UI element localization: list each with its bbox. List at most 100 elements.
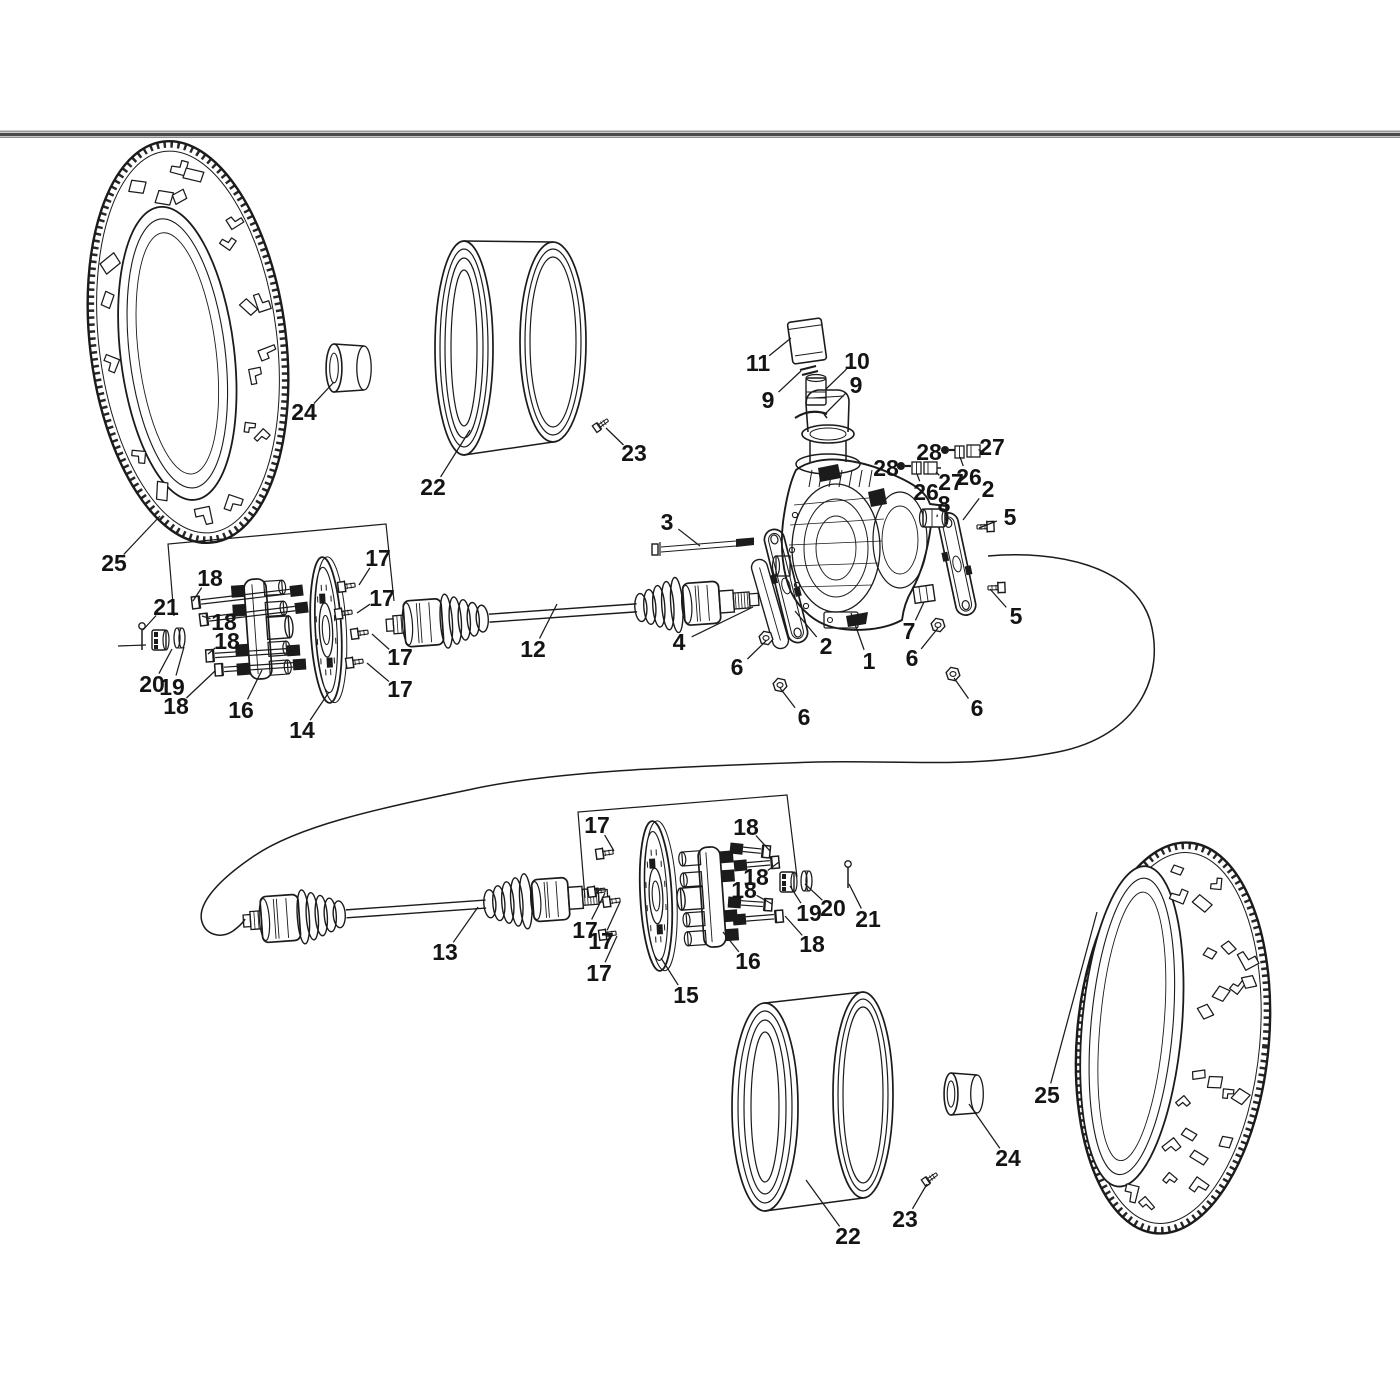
brake-disc-15 <box>638 820 678 972</box>
callout-leader <box>660 957 679 986</box>
part-callout-27: 27 <box>979 434 1005 460</box>
callout-leader <box>604 935 618 963</box>
part-callout-18: 18 <box>214 628 240 654</box>
part-callout-19: 19 <box>159 674 185 700</box>
callout-leader <box>746 640 767 660</box>
tire-25-bottom-right <box>1074 841 1272 1235</box>
part-callout-24: 24 <box>995 1145 1021 1171</box>
spring-9-upper <box>799 365 819 376</box>
callout-leader <box>371 633 390 650</box>
axle-12 <box>385 576 760 649</box>
brake-disc-14 <box>309 556 348 704</box>
part-callout-17: 17 <box>584 812 610 838</box>
part-callout-17: 17 <box>586 960 612 986</box>
callout-leader <box>804 883 823 901</box>
callout-leader <box>158 648 173 674</box>
cap-24-bottom <box>943 1072 984 1116</box>
part-callout-21: 21 <box>855 906 881 932</box>
callout-leader <box>185 670 216 699</box>
callout-leader <box>123 515 161 555</box>
callout-leader <box>823 392 847 416</box>
callout-leader <box>358 567 371 586</box>
part-callout-17: 17 <box>365 545 391 571</box>
part-callout-9: 9 <box>762 387 775 413</box>
part-callout-16: 16 <box>228 697 254 723</box>
part-callout-6: 6 <box>798 704 811 730</box>
part-callout-25: 25 <box>101 550 127 576</box>
axle-13 <box>242 873 609 945</box>
callout-leader <box>691 606 754 638</box>
part-callout-23: 23 <box>621 440 647 466</box>
callout-leader <box>978 520 998 529</box>
part-callout-21: 21 <box>153 594 179 620</box>
part-callout-7: 7 <box>903 618 916 644</box>
callout-leader <box>722 931 740 953</box>
callout-leader <box>309 691 330 721</box>
part-callout-5: 5 <box>1004 504 1017 530</box>
callout-leader <box>914 601 925 621</box>
part-callout-6: 6 <box>971 695 984 721</box>
bolt-3 <box>651 537 754 556</box>
part-callout-22: 22 <box>835 1223 861 1249</box>
callout-leader <box>962 497 980 521</box>
caliper-plate-4 <box>750 558 790 650</box>
part-callout-9: 9 <box>850 372 863 398</box>
callout-leader <box>825 368 848 390</box>
callout-leader <box>968 1103 1001 1149</box>
part-callout-18: 18 <box>743 864 769 890</box>
part-callout-18: 18 <box>197 565 223 591</box>
callout-leader <box>959 456 964 467</box>
part-callout-17: 17 <box>572 917 598 943</box>
callout-leader <box>604 834 615 852</box>
part-callout-15: 15 <box>673 982 699 1008</box>
callout-leader <box>142 615 157 631</box>
clip-9-lower <box>794 410 828 419</box>
callout-leader <box>779 687 796 709</box>
callout-leader <box>789 885 802 904</box>
part-callout-4: 4 <box>673 629 686 655</box>
callout-leader <box>606 901 621 931</box>
hub-carrier-16-upper <box>230 578 294 680</box>
part-callout-16: 16 <box>735 948 761 974</box>
callout-leader <box>848 883 862 909</box>
hardware-26-27-28 <box>897 444 984 475</box>
callout-leader <box>935 471 940 476</box>
callout-leader <box>953 677 969 699</box>
callout-leader <box>911 1183 928 1210</box>
part-7 <box>912 583 936 605</box>
part-callout-18: 18 <box>799 931 825 957</box>
callout-leader <box>175 646 185 676</box>
part-callout-20: 20 <box>139 671 165 697</box>
part-callout-13: 13 <box>432 939 458 965</box>
part-callout-6: 6 <box>731 654 744 680</box>
callout-leader <box>778 370 802 393</box>
callout-leader <box>794 610 818 638</box>
screw-23-top <box>591 418 610 434</box>
part-callout-18: 18 <box>163 693 189 719</box>
callout-leader <box>989 588 1007 608</box>
part-callout-18: 18 <box>731 877 757 903</box>
part-callout-12: 12 <box>520 636 546 662</box>
part-callout-17: 17 <box>387 644 413 670</box>
callout-leader <box>539 603 558 639</box>
part-callout-17: 17 <box>369 585 395 611</box>
callout-leader <box>366 662 390 683</box>
part-callout-8: 8 <box>938 491 951 517</box>
callout-leader <box>246 669 263 700</box>
callout-leader <box>356 603 371 614</box>
part-callout-25: 25 <box>1034 1082 1060 1108</box>
assembly-box-upper <box>167 523 395 617</box>
callout-leader <box>605 427 624 446</box>
part-callout-28: 28 <box>916 439 942 465</box>
link-plate-2-left <box>763 528 809 644</box>
disc-screws-17-lower <box>586 847 621 942</box>
part-callout-19: 19 <box>796 900 822 926</box>
callout-leader <box>850 612 865 650</box>
cap-24-top <box>325 343 372 393</box>
hub-carrier-16-lower <box>676 846 740 948</box>
part-callout-2: 2 <box>982 476 995 502</box>
callout-leader <box>313 381 335 404</box>
